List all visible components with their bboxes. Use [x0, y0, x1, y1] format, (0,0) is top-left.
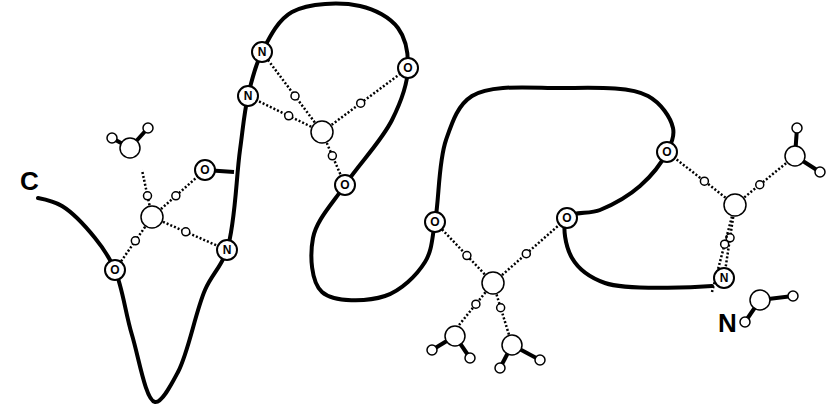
coordination-bond: [493, 218, 567, 283]
atom-circle: N: [237, 85, 259, 107]
coordination-bond: [667, 152, 735, 205]
atom-symbol: O: [340, 179, 349, 191]
atom-symbol: N: [244, 90, 253, 102]
atom-circle: O: [104, 259, 126, 281]
metal-ion: [724, 194, 746, 216]
hydrogen-atom: [144, 192, 152, 200]
atom-symbol: N: [720, 272, 729, 284]
backbone-chain: [38, 4, 712, 402]
hydrogen-atom: [788, 291, 798, 301]
atom-circle: N: [216, 239, 238, 261]
hydrogen-atom: [721, 240, 729, 248]
atom-symbol: O: [430, 216, 439, 228]
water-oxygen: [785, 146, 805, 166]
coordination-bond: [322, 68, 408, 132]
atom-circle: N: [713, 267, 735, 289]
hydrogen-atom: [740, 317, 750, 327]
hydrogen-atom: [535, 355, 545, 365]
water-oxygen: [502, 335, 522, 355]
hydrogen-atom: [522, 250, 530, 258]
atom-symbol: O: [110, 264, 119, 276]
atom-symbol: O: [403, 62, 412, 74]
water-oxygen: [445, 326, 465, 346]
water-oxygen: [750, 290, 770, 310]
atom-symbol: O: [200, 164, 209, 176]
water-oxygen: [120, 138, 140, 158]
atom-circle: O: [556, 207, 578, 229]
hydrogen-atom: [463, 252, 471, 260]
hydrogen-atom: [143, 123, 153, 133]
atom-circle: O: [397, 57, 419, 79]
hydrogen-atom: [815, 167, 825, 177]
hydrogen-atom: [172, 192, 180, 200]
metal-sites: [107, 52, 825, 373]
metal-ion: [482, 272, 504, 294]
atom-circle: O: [334, 174, 356, 196]
hydrogen-atom: [182, 228, 190, 236]
hydrogen-atom: [497, 304, 505, 312]
terminus-label: C: [20, 168, 39, 194]
hydrogen-atom: [427, 345, 437, 355]
hydrogen-atom: [107, 133, 117, 143]
hydrogen-atom: [756, 181, 764, 189]
hydrogen-atom: [700, 177, 708, 185]
hydrogen-atom: [328, 152, 336, 160]
atom-circle: O: [194, 159, 216, 181]
coordination-bond: [248, 96, 322, 132]
coordination-bond: [712, 205, 735, 292]
atom-symbol: N: [223, 244, 232, 256]
atom-symbol: N: [258, 46, 267, 58]
hydrogen-atom: [131, 237, 139, 245]
coordination-bond: [262, 52, 322, 132]
atom-symbol: O: [662, 146, 671, 158]
hydrogen-atom: [465, 353, 475, 363]
metal-ion: [141, 206, 163, 228]
metal-ion: [311, 121, 333, 143]
hydrogen-atom: [357, 99, 365, 107]
atom-circle: N: [251, 41, 273, 63]
atom-symbol: O: [562, 212, 571, 224]
hydrogen-atom: [495, 363, 505, 373]
hydrogen-atom: [291, 92, 299, 100]
hydrogen-atom: [285, 112, 293, 120]
hydrogen-atom: [792, 123, 802, 133]
atom-circle: O: [424, 211, 446, 233]
hydrogen-atom: [472, 300, 480, 308]
coordination-bond: [435, 222, 493, 283]
terminus-label: N: [718, 310, 737, 336]
atom-circle: O: [656, 141, 678, 163]
